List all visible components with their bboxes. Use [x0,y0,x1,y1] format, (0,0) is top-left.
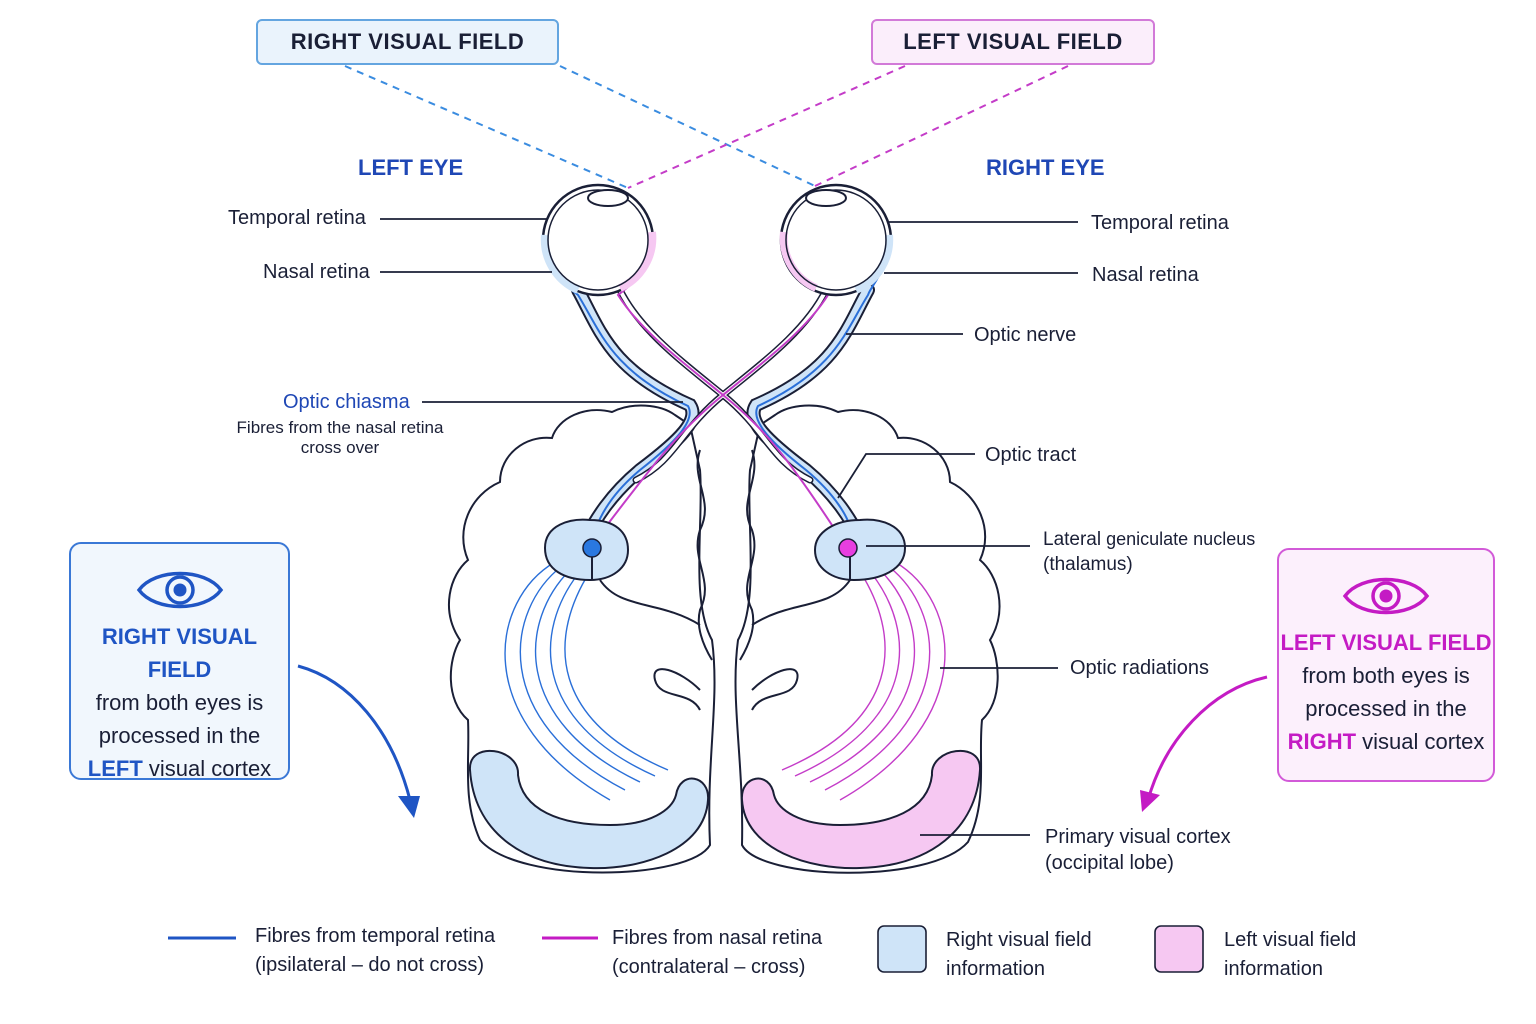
legend-temporal: Fibres from temporal retina (ipsilateral… [255,922,495,980]
right-eye-title: RIGHT EYE [986,155,1105,180]
left-hemisphere [447,404,716,874]
brain-outline [447,404,1001,874]
optic-chiasma-note: Fibres from the nasal retina cross over [235,418,445,459]
primary-visual-cortex-label: Primary visual cortex [1045,826,1231,848]
left-visual-field-box: LEFT VISUAL FIELD [871,19,1155,65]
info-arrows [297,664,1268,801]
legend-right-field: Right visual field information [946,926,1092,984]
right-primary-visual-cortex [740,749,982,870]
legend-nasal-line1: Fibres from nasal retina [612,927,823,949]
left-cortex-info-box: RIGHT VISUAL FIELD from both eyes is pro… [69,542,290,781]
left-eye-title: LEFT EYE [358,155,464,180]
legend-right-field-line1: Right visual field [946,929,1092,951]
info-left-line1: RIGHT VISUAL FIELD [101,624,258,682]
legend-left-field: Left visual field information [1224,926,1356,984]
lgn-label-bold: Lateral [1043,529,1102,550]
legend-right-field-line2: information [946,958,1045,980]
info-right-line3: processed in the [1305,696,1467,721]
right-visual-field-title: RIGHT VISUAL FIELD [290,29,525,54]
info-right-line2: from both eyes is [1302,663,1470,688]
left-eye [540,183,657,297]
info-right-highlight: RIGHT [1287,729,1357,754]
right-cortex-info-box: LEFT VISUAL FIELD from both eyes is proc… [1277,548,1495,782]
legend-left-field-swatch [1154,925,1204,973]
legend-right-field-swatch [877,925,927,973]
info-right-line4-rest: visual cortex [1356,729,1485,754]
left-visual-field-title: LEFT VISUAL FIELD [903,29,1123,54]
lgn-label-rest: geniculate nucleus [1101,529,1256,549]
right-arrow-head [1140,790,1160,812]
temporal-retina-left-label: Temporal retina [228,207,366,229]
field-projection-lines [344,65,1069,189]
right-visual-field-box: RIGHT VISUAL FIELD [256,19,559,65]
optic-tract-label: Optic tract [985,444,1077,466]
info-left-line4: LEFT visual cortex [71,752,288,785]
info-left-highlight: LEFT [87,756,143,781]
optic-chiasma-label: Optic chiasma [283,391,410,413]
eye-icon [1342,577,1430,615]
nasal-retina-left-label: Nasal retina [263,261,370,283]
info-left-line2: from both eyes is [95,690,264,715]
info-right-line1: LEFT VISUAL FIELD [1280,630,1492,655]
lgn-sub-label: (thalamus) [1043,554,1133,575]
nasal-retina-right-label: Nasal retina [1092,264,1199,286]
optic-radiations-label: Optic radiations [1070,657,1209,679]
legend-left-field-line2: information [1224,958,1323,980]
right-optic-radiations [781,561,946,801]
legend-temporal-line1: Fibres from temporal retina [255,925,496,947]
right-hemisphere [734,404,1001,874]
right-lateral-geniculate-nucleus [813,518,907,582]
lgn-label: Lateral geniculate nucleus [1043,529,1255,552]
eye-icon [136,571,223,609]
left-optic-radiations [504,561,669,801]
legend-graphics [168,925,1204,973]
optic-chiasma-note-line1: Fibres from the nasal retina [236,418,444,437]
right-eye [779,183,894,297]
legend-nasal-line2: (contralateral – cross) [612,956,806,978]
optic-nerve-label: Optic nerve [974,324,1077,346]
left-lateral-geniculate-nucleus [543,518,630,582]
optic-chiasma-note-line2: cross over [300,438,380,458]
brain-folds [599,449,851,711]
legend-nasal: Fibres from nasal retina (contralateral … [612,924,822,982]
left-primary-visual-cortex [468,749,710,870]
left-arrow-head [398,796,420,818]
legend-temporal-line2: (ipsilateral – do not cross) [255,954,484,976]
info-left-line3: processed in the [98,723,261,748]
legend-left-field-line1: Left visual field [1224,929,1357,951]
leader-lines [380,218,1078,836]
info-left-line4-rest: visual cortex [142,756,272,781]
temporal-retina-right-label: Temporal retina [1091,212,1229,234]
info-right-line4: RIGHT visual cortex [1279,725,1493,758]
primary-visual-cortex-sub-label: (occipital lobe) [1045,852,1174,874]
